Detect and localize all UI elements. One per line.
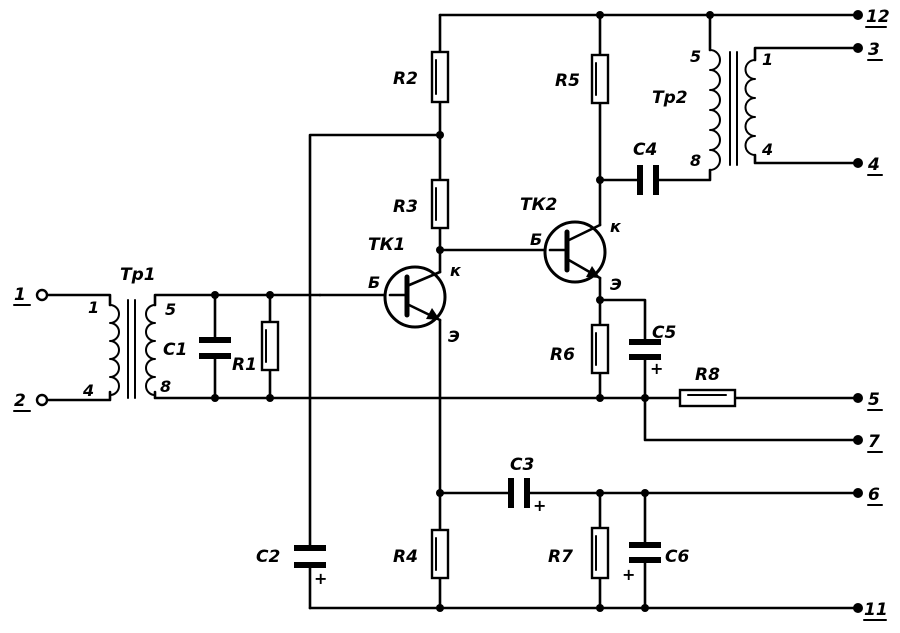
resistor-r5 [590,53,610,105]
terminal-label-1: 1 [14,285,26,305]
pin-tk2-k: к [610,217,622,236]
capacitor-c1 [199,337,231,359]
terminal-label-3: 3 [868,40,880,60]
pin-tr2-5: 5 [690,47,701,66]
terminals [35,10,863,613]
label-r3: R3 [393,197,418,217]
label-tr2: Тр2 [652,88,688,108]
pin-tr1-8: 8 [160,377,171,396]
pin-tk2-b: Б [530,230,542,249]
tr1-core [127,299,136,399]
label-r7: R7 [548,547,573,567]
label-c2: C2 [256,547,280,567]
polarity-c6: + [622,565,635,584]
capacitors [199,165,661,568]
label-r5: R5 [555,71,580,91]
pin-tk1-k: к [450,261,462,280]
tr2-core [729,51,738,166]
terminal-labels: 1 2 12 3 4 5 7 6 11 [13,7,890,621]
label-r4: R4 [393,547,418,567]
terminal-7[interactable] [853,435,863,445]
terminal-1[interactable] [35,288,49,302]
label-r2: R2 [393,69,418,89]
capacitor-c4 [637,165,659,195]
terminal-6[interactable] [853,488,863,498]
label-tk1: ТК1 [368,235,405,255]
terminal-label-7: 7 [868,432,880,452]
pin-tr1-1: 1 [88,298,99,317]
wiring [40,13,860,610]
pin-tr1-4: 4 [82,381,94,400]
polarity-c5: + [650,359,663,378]
label-c3: C3 [510,455,534,475]
terminal-11[interactable] [853,603,863,613]
label-c5: C5 [652,323,676,343]
label-tr1: Тр1 [120,265,156,285]
polarity-c3: + [533,496,546,515]
label-r8: R8 [695,365,720,385]
resistor-r7 [590,526,610,580]
label-r1: R1 [232,355,257,375]
tr2-primary-coil [709,49,721,171]
transformer-tp2 [709,49,756,171]
label-c1: C1 [163,340,187,360]
transistor-tk1 [383,265,447,329]
resistor-r1 [260,320,280,372]
terminal-label-5: 5 [868,390,880,410]
capacitor-c5 [629,339,661,360]
pin-tk1-b: Б [368,273,380,292]
terminal-label-2: 2 [14,391,26,411]
terminal-3[interactable] [853,43,863,53]
polarity-marks: + + + + [314,359,663,588]
pin-tr2-1: 1 [762,50,773,69]
pin-tr2-8: 8 [690,151,701,170]
terminal-12[interactable] [853,10,863,20]
transistor-tk2 [543,220,607,284]
resistors [260,50,737,580]
tr1-secondary-coil [145,304,156,396]
pin-tk1-e: Э [448,327,460,346]
capacitor-c6 [629,542,661,563]
resistor-r4 [430,528,450,580]
junctions [211,11,714,612]
pin-tr2-4: 4 [761,140,773,159]
pin-labels: 1 4 5 8 5 8 1 4 Б к Э Б к Э [82,47,773,400]
tr1-primary-coil [109,304,120,396]
terminal-label-4: 4 [867,155,880,175]
resistor-r3 [430,178,450,230]
pin-tk2-e: Э [610,275,622,294]
capacitor-c3 [508,478,530,508]
terminal-label-11: 11 [864,600,888,620]
terminal-label-6: 6 [868,485,880,505]
resistor-r6 [590,323,610,375]
transformer-tp1 [109,299,156,399]
label-r6: R6 [550,345,575,365]
resistor-r2 [430,50,450,104]
pin-tr1-5: 5 [165,300,176,319]
terminal-5[interactable] [853,393,863,403]
terminal-4[interactable] [853,158,863,168]
polarity-c2: + [314,569,327,588]
label-c6: C6 [665,547,689,567]
resistor-r8 [678,388,737,408]
label-tk2: ТК2 [520,195,557,215]
component-labels: Тр1 Тр2 ТК1 ТК2 R1 R2 R3 R4 R5 R6 R7 R8 … [120,69,720,567]
terminal-2[interactable] [35,393,49,407]
label-c4: C4 [633,140,657,160]
capacitor-c2 [294,545,326,568]
terminal-label-12: 12 [866,7,890,27]
tr2-secondary-coil [744,59,756,156]
